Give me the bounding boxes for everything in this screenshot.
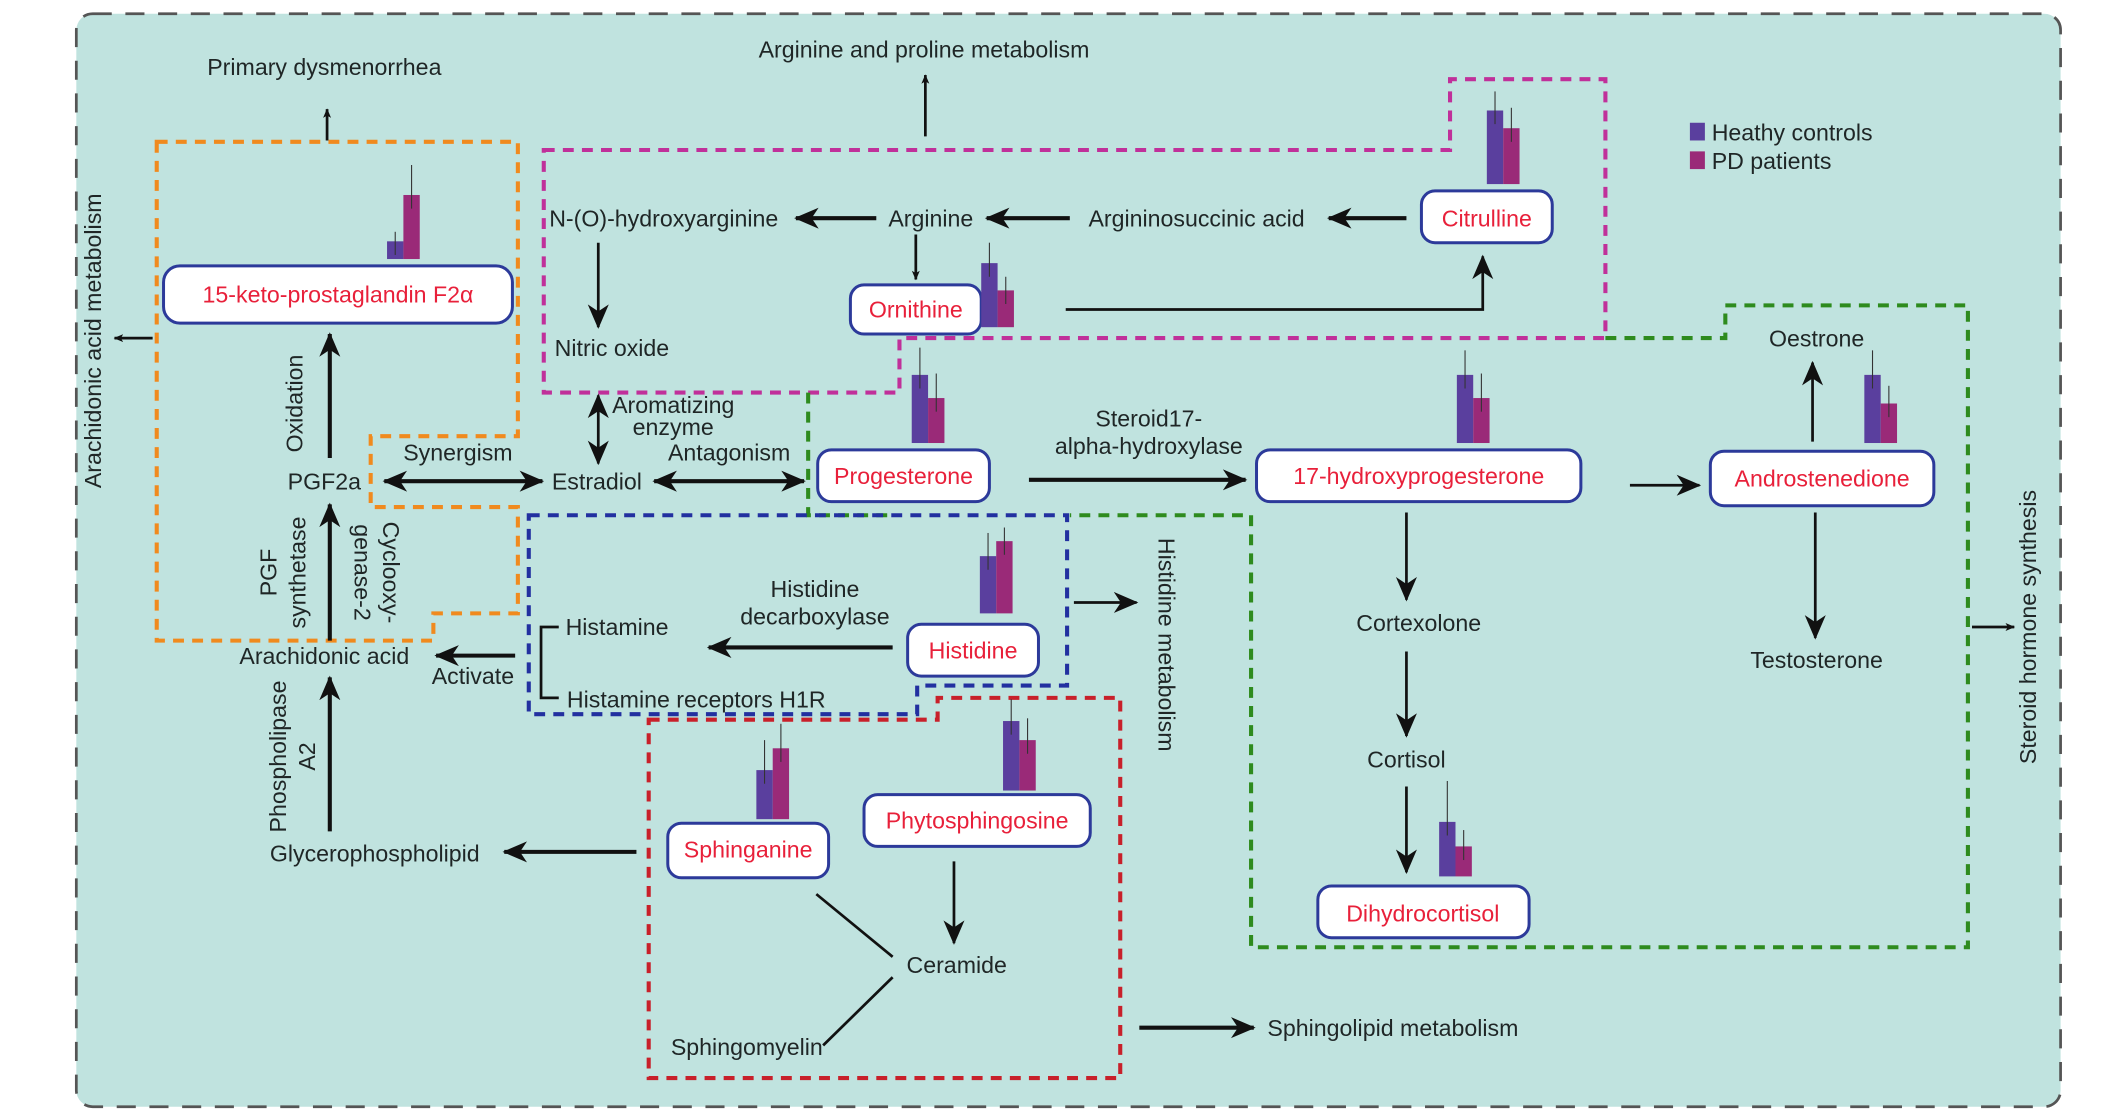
steroid-group-outline	[806, 303, 1970, 950]
node-oestrone: Oestrone	[1769, 325, 1864, 351]
metabolite-box-sphinganine[interactable]: Sphinganine	[666, 821, 831, 880]
edge-label-cox-2: genase-2	[349, 524, 375, 621]
edges	[113, 74, 2016, 1047]
edge-label-aromatizing-2: enzyme	[633, 414, 714, 440]
metabolite-label: Androstenedione	[1735, 466, 1910, 492]
bar-pd-3	[928, 398, 945, 444]
bar-pd-0	[403, 194, 420, 260]
metabolite-label: Phytosphingosine	[886, 808, 1069, 834]
metabolite-box-progesterone[interactable]: Progesterone	[816, 448, 991, 504]
legend-swatch-controls	[1689, 122, 1705, 141]
edge-ceramide-sphingomyelin	[822, 976, 894, 1047]
metabolite-label: Citrulline	[1442, 205, 1532, 231]
node-sphingomyelin: Sphingomyelin	[671, 1034, 823, 1060]
pathway-sphingolipid: Sphingolipid metabolism	[1267, 1015, 1518, 1041]
bar-controls-9	[1439, 821, 1456, 877]
metabolite-label: Histidine	[929, 637, 1018, 663]
edge-label-pgf-1: PGF	[256, 549, 282, 597]
bar-controls-1	[1486, 110, 1504, 185]
edge-ornithine-citrulline	[1065, 254, 1494, 311]
arginine-group-outline	[541, 77, 1608, 395]
node-arachidonic-acid: Arachidonic acid	[239, 643, 409, 669]
edge-label-antagonism: Antagonism	[668, 440, 790, 466]
metabolite-label: Ornithine	[869, 297, 963, 323]
node-argininosuccinic: Argininosuccinic acid	[1088, 205, 1304, 231]
legend-swatch-pd	[1689, 151, 1705, 170]
node-estradiol: Estradiol	[552, 468, 642, 494]
edge-label-pgf-2: synthetase	[284, 516, 310, 628]
metabolite-box-keto-pgf[interactable]: 15-keto-prostaglandin F2α	[162, 264, 514, 325]
bar-controls-5	[1864, 374, 1881, 444]
sphingolipid-group-outline	[646, 695, 1123, 1081]
node-n-hydroxyarginine: N-(O)-hydroxyarginine	[549, 205, 778, 231]
metabolite-box-androstenedione[interactable]: Androstenedione	[1708, 449, 1936, 508]
edge-histamine-bracket	[539, 625, 559, 700]
metabolite-label: Sphinganine	[684, 836, 813, 862]
legend-label-pd: PD patients	[1712, 148, 1832, 174]
bar-controls-7	[756, 770, 773, 820]
metabolite-box-ornithine[interactable]: Ornithine	[848, 283, 983, 336]
pathway-arachidonic: Arachidonic acid metabolism	[80, 193, 106, 488]
edge-label-aromatizing-1: Aromatizing	[612, 392, 734, 418]
node-arginine: Arginine	[888, 205, 973, 231]
metabolite-box-phytosphingosine[interactable]: Phytosphingosine	[862, 793, 1092, 848]
pathway-histidine: Histidine metabolism	[1153, 538, 1179, 752]
bar-pd-2	[997, 290, 1014, 328]
node-cortisol: Cortisol	[1367, 746, 1446, 772]
edge-label-synergism: Synergism	[403, 440, 512, 466]
bar-pd-8	[1019, 740, 1036, 791]
legend-label-controls: Heathy controls	[1712, 119, 1873, 145]
edge-sphinganine-ceramide	[815, 893, 894, 958]
edge-label-hdc-2: decarboxylase	[740, 603, 889, 629]
metabolite-label: Dihydrocortisol	[1346, 900, 1499, 926]
bar-pd-1	[1503, 128, 1520, 185]
node-histamine-receptors: Histamine receptors H1R	[567, 686, 826, 712]
node-testosterone: Testosterone	[1750, 647, 1883, 673]
metabolite-label: 15-keto-prostaglandin F2α	[203, 282, 474, 308]
edge-label-pla-1: Phospholipase	[265, 681, 291, 833]
node-cortexolone: Cortexolone	[1356, 610, 1481, 636]
bar-pd-5	[1880, 403, 1898, 444]
metabolite-label: 17-hydroxyprogesterone	[1293, 463, 1544, 489]
bar-controls-3	[911, 374, 929, 444]
arachidonic-group-outline	[154, 139, 520, 643]
bar-charts	[387, 91, 1898, 877]
metabolite-box-citrulline[interactable]: Citrulline	[1419, 189, 1554, 245]
edge-label-cox-1: Cyclooxy-	[378, 522, 404, 624]
pathway-steroid: Steroid hormone synthesis	[2015, 490, 2041, 764]
legend: Heathy controls PD patients	[1689, 119, 1873, 174]
node-ceramide: Ceramide	[907, 952, 1007, 978]
edge-label-steroid17-1: Steroid17-	[1095, 406, 1202, 432]
bar-pd-4	[1473, 398, 1490, 444]
bar-controls-2	[981, 263, 998, 328]
bar-pd-7	[772, 748, 790, 820]
node-glycerophospholipid: Glycerophospholipid	[270, 840, 480, 866]
node-pgf2a: PGF2a	[288, 468, 361, 494]
edge-label-activate: Activate	[432, 663, 514, 689]
edge-label-hdc-1: Histidine	[771, 576, 860, 602]
bar-pd-9	[1455, 846, 1472, 877]
metabolite-box-dihydrocortisol[interactable]: Dihydrocortisol	[1316, 884, 1531, 940]
bar-controls-6	[979, 556, 997, 614]
pathway-arginine-proline: Arginine and proline metabolism	[759, 36, 1090, 62]
metabolite-label: Progesterone	[834, 463, 973, 489]
node-nitric-oxide: Nitric oxide	[555, 335, 670, 361]
metabolite-box-histidine[interactable]: Histidine	[906, 622, 1040, 678]
pathway-primary-dysmenorrhea: Primary dysmenorrhea	[207, 54, 441, 80]
metabolite-box-17-hydroxyprogesterone[interactable]: 17-hydroxyprogesterone	[1255, 448, 1583, 504]
edge-label-oxidation: Oxidation	[282, 355, 308, 453]
edge-label-steroid17-2: alpha-hydroxylase	[1055, 433, 1243, 459]
bar-controls-4	[1456, 374, 1474, 444]
bar-pd-6	[996, 541, 1013, 614]
node-histamine: Histamine	[566, 614, 669, 640]
bar-controls-8	[1003, 721, 1020, 791]
edge-label-pla-2: A2	[294, 742, 320, 770]
